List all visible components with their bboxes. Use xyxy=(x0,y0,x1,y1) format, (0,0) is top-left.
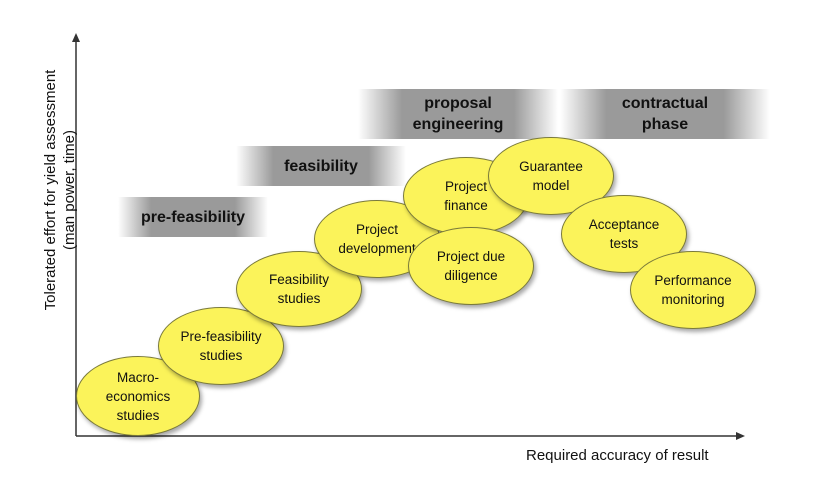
bubble-performance-monitoring: Performance monitoring xyxy=(630,251,756,329)
phase-pre-feasibility: pre-feasibility xyxy=(118,197,268,237)
x-axis-label: Required accuracy of result xyxy=(526,447,709,464)
y-axis-arrow xyxy=(72,33,80,42)
phase-feasibility: feasibility xyxy=(236,146,406,186)
bubble-project-due-diligence: Project due diligence xyxy=(408,227,534,305)
y-axis-label: Tolerated effort for yield assessment (m… xyxy=(42,69,78,311)
x-axis-arrow xyxy=(736,432,745,440)
phase-proposal-engineering: proposal engineering xyxy=(358,89,558,139)
phase-contractual: contractual phase xyxy=(560,89,770,139)
